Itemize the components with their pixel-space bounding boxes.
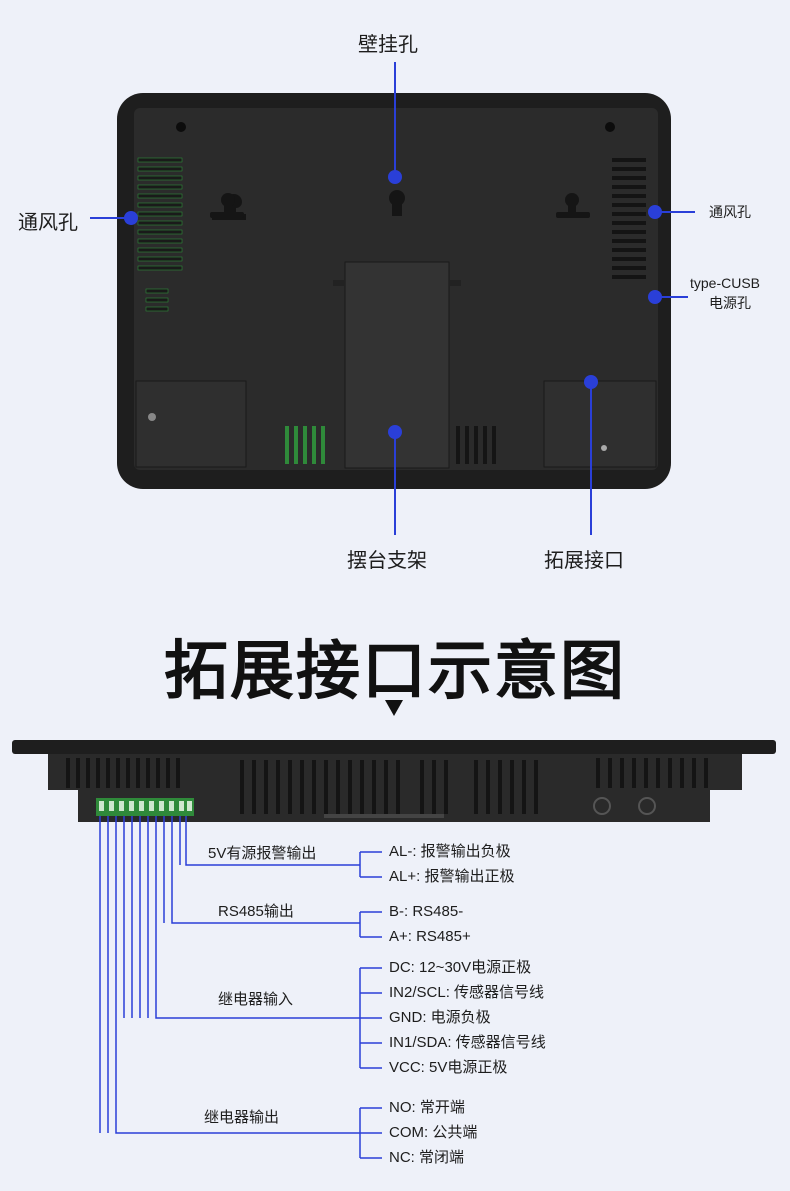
- label-usb-power-line2: 电源孔: [709, 295, 751, 311]
- pin-label: GND: 电源负极: [389, 1009, 491, 1026]
- label-expansion: 拓展接口: [544, 550, 624, 572]
- label-vent-right: 通风孔: [709, 204, 751, 220]
- screw-hole-left: [176, 122, 186, 132]
- pin-label: AL+: 报警输出正极: [389, 868, 515, 885]
- lower-left-screw: [148, 413, 156, 421]
- wiring-lines: [99, 816, 382, 1159]
- pin-label: B-: RS485-: [389, 903, 464, 920]
- pin-label: IN2/SCL: 传感器信号线: [389, 984, 545, 1001]
- side-port-2: [638, 797, 656, 815]
- pin-label: NC: 常闭端: [389, 1149, 465, 1166]
- label-vent-left: 通风孔: [18, 212, 78, 234]
- down-arrow-icon: [385, 700, 403, 716]
- pin-label: A+: RS485+: [389, 928, 471, 945]
- group-label-rs485: RS485输出: [218, 903, 294, 920]
- pin-label: COM: 公共端: [389, 1124, 478, 1141]
- wall-mount-keyholes: [210, 190, 590, 220]
- expansion-port-box: [543, 380, 657, 468]
- device-side-bezel: [12, 740, 776, 754]
- pin-label: NO: 常开端: [389, 1099, 465, 1116]
- vent-side: [66, 758, 708, 814]
- pin-label: DC: 12~30V电源正极: [389, 959, 532, 976]
- side-port-1: [593, 797, 611, 815]
- group-label-relay-output: 继电器输出: [204, 1109, 280, 1126]
- label-usb-power-line1: type-CUSB: [690, 275, 761, 291]
- vent-bottom-right: [456, 426, 496, 464]
- lower-left-box: [135, 380, 247, 468]
- vent-right: [612, 158, 646, 279]
- pin-label: AL-: 报警输出负极: [389, 843, 511, 860]
- label-stand: 摆台支架: [347, 550, 427, 572]
- expansion-port-led: [601, 445, 607, 451]
- device-side-body: [48, 754, 742, 822]
- screw-hole-right: [605, 122, 615, 132]
- pin-label: IN1/SDA: 传感器信号线: [389, 1034, 546, 1051]
- stand-tab-right: [449, 280, 461, 286]
- label-wall-hole: 壁挂孔: [358, 34, 418, 56]
- terminal-screws: [99, 801, 192, 811]
- group-label-relay-input: 继电器输入: [218, 991, 294, 1008]
- vent-bottom-left: [285, 426, 325, 464]
- pin-label: VCC: 5V电源正极: [389, 1059, 508, 1076]
- callout-dots-top: [124, 170, 662, 439]
- vent-left: [137, 157, 183, 312]
- stand-tab-left: [333, 280, 345, 286]
- group-label-alarm: 5V有源报警输出: [208, 845, 317, 862]
- side-slot: [324, 814, 444, 818]
- diagram-title: 拓展接口示意图: [164, 635, 626, 707]
